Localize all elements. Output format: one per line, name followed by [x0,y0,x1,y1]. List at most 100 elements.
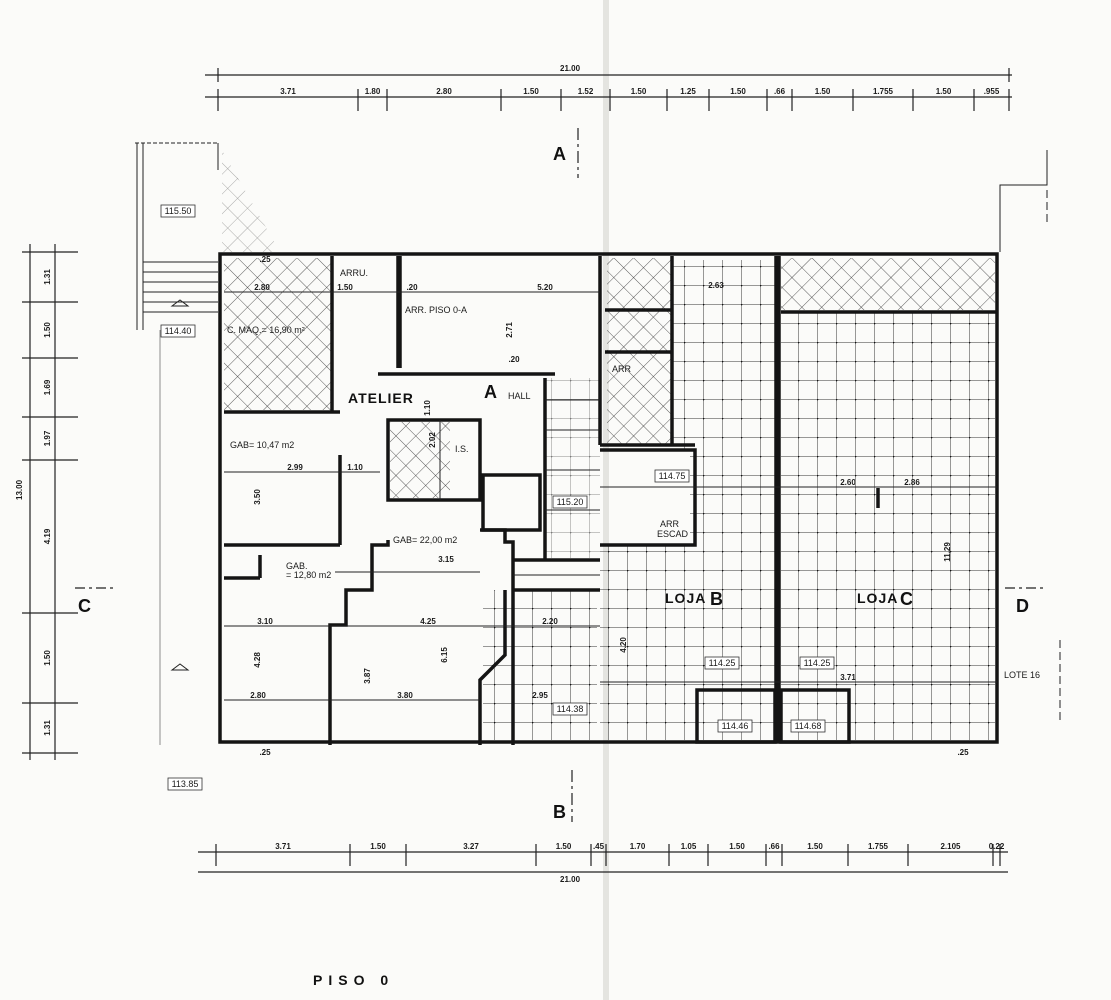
entry-stair [135,142,219,745]
elevation-tag: 114.25 [804,658,831,668]
top-dimension-label: .66 [774,87,786,96]
left-dimension-label: 1.97 [43,430,52,446]
top-overall-dimension: 21.00 [560,64,581,73]
top-dimension-label: 1.25 [680,87,696,96]
section-marker-a: A [553,128,579,178]
interior-dimension: 2.86 [904,478,920,487]
loja-c-mark: C [900,589,913,609]
top-dimension-label: 3.71 [280,87,296,96]
interior-dimension: 1.10 [423,400,432,416]
section-marker-b: B [553,770,573,822]
interior-dimension: 3.50 [253,489,262,505]
bottom-dimension-label: 3.71 [275,842,291,851]
drawing-title: PISO 0 [313,972,394,988]
interior-dimension: 1.50 [337,283,353,292]
interior-dimension: 4.20 [619,637,628,653]
walls [218,252,999,745]
interior-dimension: .20 [406,283,418,292]
elevation-tag: 113.85 [172,779,199,789]
room-is: I.S. [455,444,469,454]
room-arr-small: ARR [612,364,632,374]
section-marker-d: D [1005,587,1045,616]
room-gab-2: GAB. [286,561,308,571]
left-dimension-label: 1.50 [43,650,52,666]
room-atelier: ATELIER [348,390,414,406]
elevation-tag: 114.40 [165,326,192,336]
loja-b-mark: B [710,589,723,609]
top-dimension-label: 1.50 [523,87,539,96]
interior-dimension: 2.02 [428,432,437,448]
dimension-ticks [22,68,1010,866]
bottom-dimension-label: .45 [593,842,605,851]
top-dimension-label: 1.50 [730,87,746,96]
interior-dimension: 3.71 [840,673,856,682]
left-overall-dimension: 13.00 [15,479,24,500]
stairs [513,399,600,576]
bottom-dimension-label: 2.105 [940,842,961,851]
interior-dimension: 11.29 [943,542,952,562]
lot-label: LOTE 16 [1004,670,1040,680]
interior-dimension: 2.99 [287,463,303,472]
room-labels: ATELIER A HALL ARRU. ARR. PISO 0-A C. MA… [227,268,1040,680]
elevation-tag: 115.50 [165,206,192,216]
interior-dimension: 4.25 [420,617,436,626]
svg-text:A: A [553,144,566,164]
elevation-tag: 114.75 [659,471,686,481]
left-dimension-label: 1.31 [43,269,52,285]
interior-dimension: 2.20 [542,617,558,626]
room-arr-escad-2: ESCAD [657,529,689,539]
top-dimension-label: 1.755 [873,87,894,96]
room-arr-piso: ARR. PISO 0-A [405,305,467,315]
interior-dimension: 2.60 [840,478,856,487]
bottom-dimension-label: 1.70 [630,842,646,851]
room-loja-b: LOJA [665,590,706,606]
elevation-tag: 115.20 [557,497,584,507]
top-dimension-label: .955 [984,87,1000,96]
interior-dimension: .25 [259,748,271,757]
interior-dimension: .25 [957,748,969,757]
top-dimension-label: 1.50 [631,87,647,96]
svg-text:D: D [1016,596,1029,616]
interior-dimension: 2.71 [505,322,514,338]
bottom-dimension-label: 0.22 [989,842,1005,851]
svg-text:B: B [553,802,566,822]
bottom-dimension-label: 1.50 [729,842,745,851]
bottom-dimension-label: 1.50 [807,842,823,851]
elevation-tag: 114.46 [722,721,749,731]
top-dimension-label: 1.52 [578,87,594,96]
bottom-dimension-label: 1.50 [370,842,386,851]
room-hall: HALL [508,391,531,401]
interior-dimension: 2.95 [532,691,548,700]
room-loja-c: LOJA [857,590,898,606]
left-dimension-label: 1.31 [43,720,52,736]
interior-dimension: 2.63 [708,281,724,290]
interior-dimension: 1.10 [347,463,363,472]
bottom-dimension-label: 1.50 [556,842,572,851]
interior-dimension: 2.80 [250,691,266,700]
top-dimension-label: 1.50 [815,87,831,96]
bottom-dimension-label: .66 [768,842,780,851]
svg-text:C: C [78,596,91,616]
interior-dimension: 6.15 [440,647,449,663]
interior-dimension: 3.15 [438,555,454,564]
interior-dimension: 3.10 [257,617,273,626]
interior-dimension: .25 [259,255,271,264]
bottom-dimension-label: 1.755 [868,842,889,851]
bottom-dimension-label: 1.05 [681,842,697,851]
bottom-overall-dimension: 21.00 [560,875,581,884]
interior-dimension: 2.80 [254,283,270,292]
room-gab-1: GAB= 10,47 m2 [230,440,294,450]
room-c-maq: C. MAQ.= 16,90 m² [227,325,305,335]
room-gab-2-area: = 12,80 m2 [286,570,331,580]
left-dimension-label: 1.50 [43,322,52,338]
interior-dimension: 3.80 [397,691,413,700]
left-dimension-label: 1.69 [43,379,52,395]
top-dimension-label: 1.50 [936,87,952,96]
hall-mark: A [484,382,497,402]
top-dimension-label: 2.80 [436,87,452,96]
elevation-tag: 114.68 [795,721,822,731]
left-dimension-label: 4.19 [43,528,52,544]
